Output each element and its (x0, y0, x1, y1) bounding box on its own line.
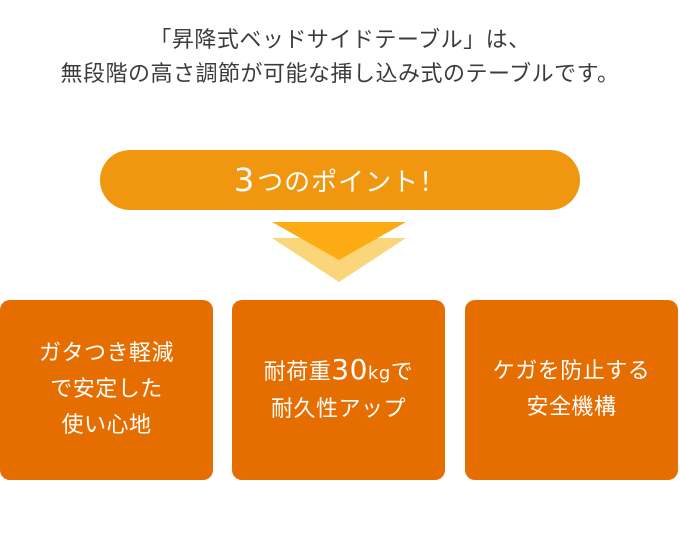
down-arrow-icon (272, 222, 406, 282)
card-2-line-1: 耐荷重30kgで (264, 352, 414, 392)
points-header-label: つのポイント！ (257, 167, 447, 198)
card-3-line-2: 安全機構 (526, 395, 617, 420)
card-2-unit: kg (367, 363, 391, 384)
point-card-stability: ガタつき軽減 で安定した 使い心地 (0, 300, 213, 480)
intro-text: 「昇降式ベッドサイドテーブル」は、 無段階の高さ調節が可能な挿し込み式のテーブル… (0, 24, 680, 92)
arrow-upper-shape (272, 222, 406, 260)
intro-line-2: 無段階の高さ調節が可能な挿し込み式のテーブルです。 (60, 62, 620, 87)
point-card-load-capacity: 耐荷重30kgで 耐久性アップ (232, 300, 445, 480)
card-2-line-2: 耐久性アップ (270, 397, 406, 422)
card-2-suffix: で (390, 360, 414, 385)
point-card-safety: ケガを防止する 安全機構 (465, 300, 678, 480)
card-1-line-2: で安定した (50, 377, 163, 402)
card-2-number: 30 (331, 353, 368, 386)
points-count: 3 (233, 161, 256, 199)
card-2-prefix: 耐荷重 (263, 360, 332, 385)
card-1-line-3: 使い心地 (61, 413, 152, 438)
card-1-line-1: ガタつき軽減 (38, 341, 174, 366)
intro-line-1: 「昇降式ベッドサイドテーブル」は、 (149, 28, 531, 53)
card-3-line-1: ケガを防止する (492, 359, 651, 384)
